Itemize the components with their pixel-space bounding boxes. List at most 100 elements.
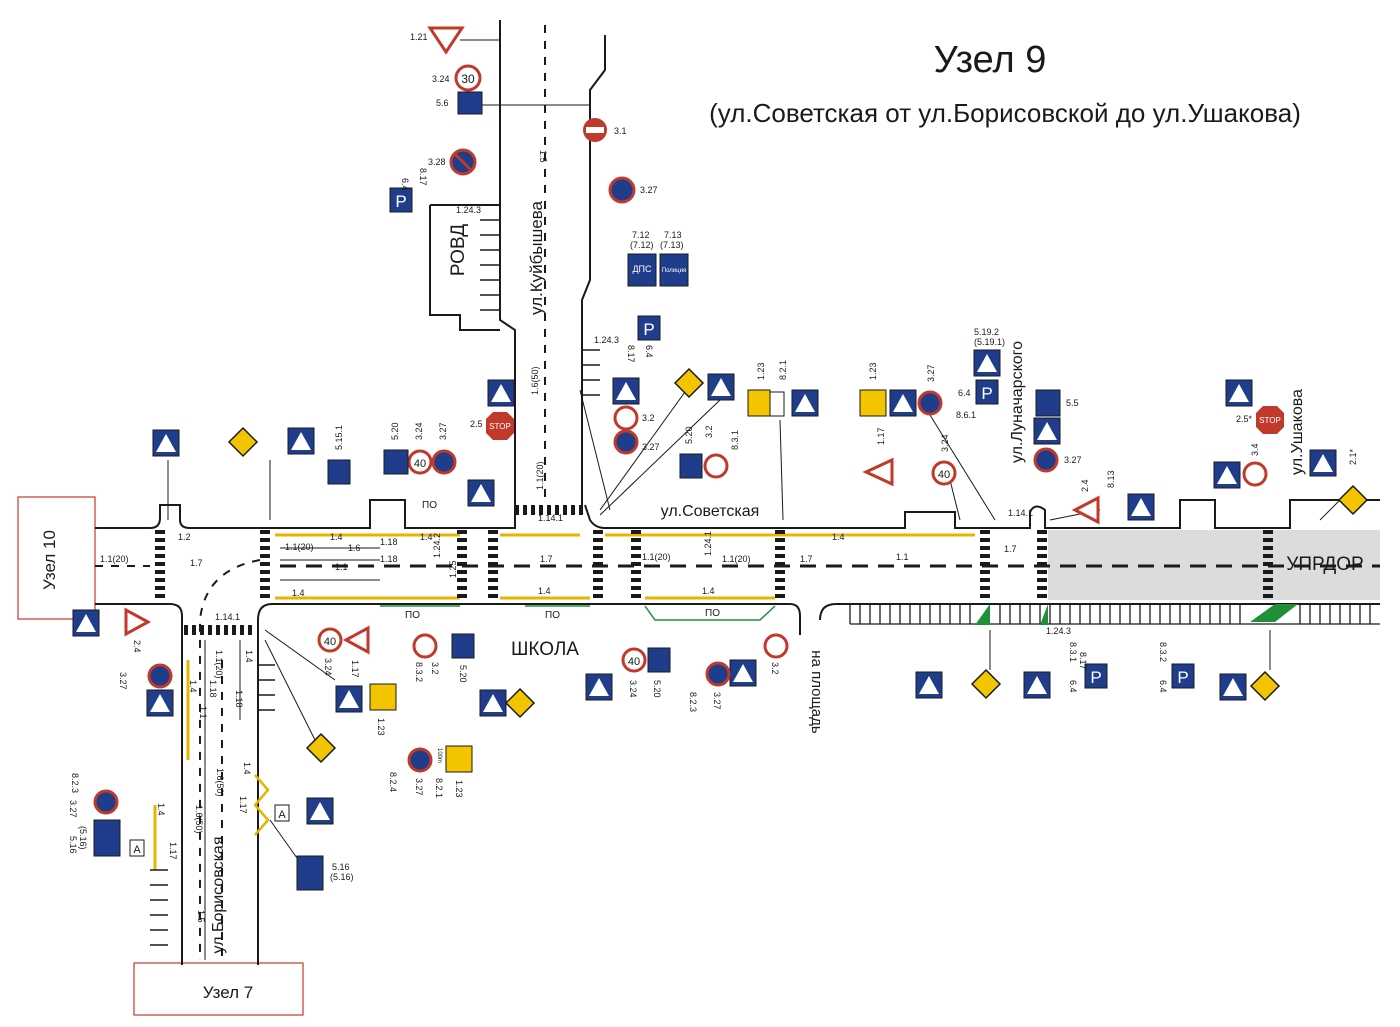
label-520-2: 5.20 (390, 422, 400, 440)
crosswalk-stripe (1263, 530, 1273, 534)
label-1120-2: 1.1(20) (285, 542, 314, 552)
label-32-1: 3.2 (642, 413, 655, 423)
label-713: 7.13 (664, 230, 682, 240)
parking-glyph-3: P (981, 384, 992, 403)
label-34: 3.4 (1250, 443, 1260, 456)
sign-327-icon-2 (613, 429, 639, 455)
label-14-5: 1.4 (832, 532, 845, 542)
po-label-4: ПО (422, 500, 437, 511)
pedestrian-triangle (291, 432, 311, 450)
label-813-1: 8.13 (1106, 470, 1116, 488)
crosswalk-stripe (184, 625, 188, 635)
label-14-10: 1.4 (156, 803, 166, 816)
crosswalk-stripe (593, 546, 603, 550)
pedestrian-triangle (919, 676, 939, 694)
label-11-3: 1.1 (198, 706, 208, 719)
crosswalk-stripe (631, 562, 641, 566)
crosswalk-stripe (775, 546, 785, 550)
school-label: ШКОЛА (511, 639, 579, 660)
crosswalk-stripe (775, 594, 785, 598)
crosswalk-stripe (260, 578, 270, 582)
label-5191b: (5.19.1) (974, 337, 1005, 347)
label-17-1: 1.7 (190, 558, 203, 568)
sign-24-icon-2 (124, 607, 152, 637)
crosswalk-stripe (260, 594, 270, 598)
rovd-parking (480, 219, 500, 311)
street-to-square: на площадь (808, 650, 825, 734)
label-831-1: 8.3.1 (730, 430, 740, 450)
sign-plateA-1 (129, 839, 145, 857)
node10-label: Узел 10 (40, 530, 59, 590)
label-14-3: 1.4 (420, 532, 433, 542)
crosswalk-stripe (1037, 586, 1047, 590)
pedestrian-triangle (483, 694, 503, 712)
crosswalk-stripe (488, 594, 498, 598)
label-12: 1.2 (178, 532, 191, 542)
sign-posts (167, 39, 1351, 859)
crosswalk-stripe (457, 562, 467, 566)
crosswalk-stripe (563, 505, 567, 515)
crosswalk-stripe (248, 625, 252, 635)
label-520-3: 5.20 (458, 665, 468, 683)
crosswalk-stripe (1263, 570, 1273, 574)
stop-sign-icon-2 (1256, 406, 1284, 434)
crosswalk-stripe (208, 625, 212, 635)
pedestrian-triangle (616, 382, 636, 400)
crosswalk-stripe (593, 594, 603, 598)
pedestrian-triangle (339, 690, 359, 708)
label-14-7: 1.4 (244, 650, 254, 663)
crosswalk-stripe (232, 625, 236, 635)
crosswalk-stripe (531, 505, 535, 515)
crosswalk-stripe (523, 505, 527, 515)
label-11-2: 1.1 (896, 552, 909, 562)
crosswalk-stripe (1263, 594, 1273, 598)
label-1650-bot2: 1.6(50) (215, 768, 225, 797)
no-parking-slash (453, 152, 473, 172)
crosswalk-stripe (457, 546, 467, 550)
pedestrian-triangle (156, 434, 176, 452)
crosswalk-stripe (631, 554, 641, 558)
sign-32-icon-1 (613, 405, 639, 431)
sign-520-icon-2 (383, 449, 409, 475)
plateA-glyph-2: А (278, 809, 286, 821)
crosswalk-stripe (593, 538, 603, 542)
label-123-2: 1.23 (756, 362, 766, 380)
label-64-3: 6.4 (958, 388, 971, 398)
crosswalk-stripe (1263, 562, 1273, 566)
label-118-1: 1.18 (380, 537, 398, 547)
sign-520-icon-4 (647, 647, 671, 673)
crosswalk-stripe (980, 570, 990, 574)
label-712: 7.12 (632, 230, 650, 240)
label-817-3: 8.17 (1078, 652, 1088, 670)
crosswalk-stripe (547, 505, 551, 515)
sign-no-stopping-icon-1 (608, 176, 636, 204)
crosswalk-stripe (775, 554, 785, 558)
pedestrian-triangle (310, 802, 330, 820)
crosswalk-stripe (488, 546, 498, 550)
pedestrian-triangle (471, 484, 491, 502)
label-24-2: 2.4 (132, 640, 142, 653)
crosswalk-stripe (593, 578, 603, 582)
crosswalk-stripe (571, 505, 575, 515)
label-1650-top: 1.6(50) (530, 366, 540, 395)
pedestrian-triangle (589, 678, 609, 696)
school-island-3 (644, 605, 776, 621)
no-entry-bar (586, 127, 604, 133)
crosswalk-stripe (155, 586, 165, 590)
pedestrian-triangle (1229, 384, 1249, 402)
label-55: 5.5 (1066, 398, 1079, 408)
label-15-bot: 1.5 (196, 910, 206, 923)
crosswalks (155, 505, 1273, 635)
main-road-sign-icon (1249, 670, 1281, 702)
pedestrian-triangle (893, 394, 913, 412)
label-327-7: 3.27 (414, 778, 424, 796)
sovetskaya-north-curb (95, 499, 1380, 529)
label-117-4: 1.17 (238, 796, 248, 814)
label-16: 1.6 (348, 543, 361, 553)
sign-327-icon-3 (431, 449, 457, 475)
crosswalk-stripe (457, 570, 467, 574)
sign-327-icon-7 (407, 747, 433, 773)
pedestrian-signs (72, 349, 1337, 825)
crosswalk-stripe (980, 586, 990, 590)
diagram-subtitle: (ул.Советская от ул.Борисовской до ул.Уш… (709, 98, 1301, 128)
